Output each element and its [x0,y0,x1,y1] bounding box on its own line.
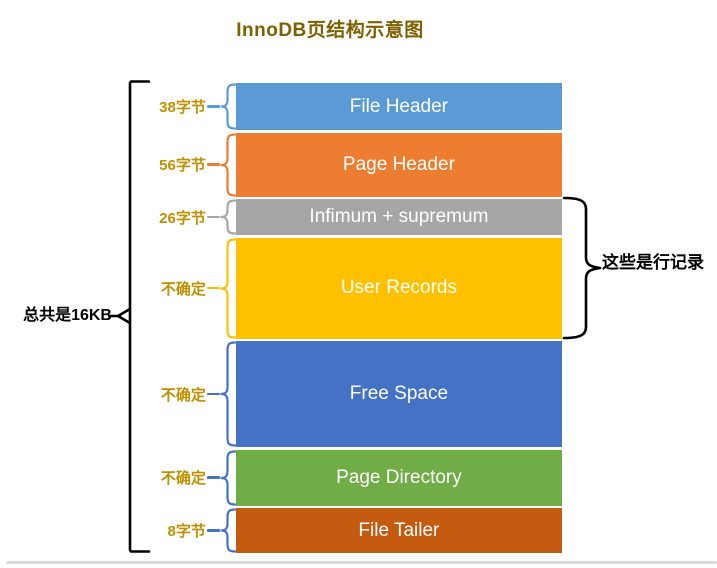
diagram-title: InnoDB页结构示意图 [236,20,424,41]
block-free-space: Free Space [235,341,562,447]
blocks-stack: 38字节 File Header 56字节 Page Header 26字节 Infimu… [140,83,562,556]
block-user-records: User Records [235,237,562,339]
block-row-user-records: 不确定 User Records [140,237,562,339]
curly-brace-icon [220,449,236,506]
left-bracket-icon [108,80,151,553]
size-label-file-header: 38字节 [159,99,206,116]
block-file-tailer: File Tailer [235,508,562,553]
block-row-page-header: 56字节 Page Header [140,132,562,197]
connector-line [206,215,220,219]
size-brace-free-space [220,341,236,447]
size-label-page-directory: 不确定 [160,470,206,487]
total-size-label: 总共是16KB [23,307,112,324]
brace-connector-line [206,392,220,396]
brace-connector-line [206,476,220,479]
size-brace-user-records [220,237,236,339]
brace-connector-line [206,105,220,108]
brace-connector-line [206,286,220,290]
connector-line [206,529,220,532]
brace-connector-line [206,163,220,166]
curly-brace-icon [220,199,236,235]
size-brace-infimum-supremum [220,199,236,235]
block-row-page-directory: 不确定 Page Directory [140,449,562,506]
connector-line [206,476,220,479]
size-label-infimum-supremum: 26字节 [159,209,206,227]
brace-connector-line [206,215,220,219]
block-row-infimum-supremum: 26字节 Infimum + supremum [140,199,562,235]
brace-connector-line [206,529,220,532]
row-records-note: 这些是行记录 [602,253,704,272]
curly-brace-icon [220,132,236,197]
block-row-file-tailer: 8字节 File Tailer [140,508,562,553]
block-row-free-space: 不确定 Free Space [140,341,562,447]
block-row-file-header: 38字节 File Header [140,83,562,130]
connector-line [206,105,220,108]
block-page-directory: Page Directory [235,449,562,506]
size-label-free-space: 不确定 [160,386,206,404]
bottom-divider [6,561,717,564]
size-label-page-header: 56字节 [159,157,206,174]
right-brace-icon [562,196,602,340]
size-brace-file-tailer [220,508,236,553]
connector-line [206,286,220,290]
connector-line [206,163,220,166]
size-brace-file-header [220,83,236,130]
block-page-header: Page Header [235,132,562,197]
size-brace-page-directory [220,449,236,506]
block-infimum-supremum: Infimum + supremum [235,199,562,235]
curly-brace-icon [220,237,236,339]
connector-line [206,392,220,396]
size-label-user-records: 不确定 [160,280,206,298]
size-label-file-tailer: 8字节 [167,523,206,540]
curly-brace-icon [220,341,236,447]
curly-brace-icon [220,83,236,130]
curly-brace-icon [220,508,236,553]
size-brace-page-header [220,132,236,197]
block-file-header: File Header [235,83,562,130]
